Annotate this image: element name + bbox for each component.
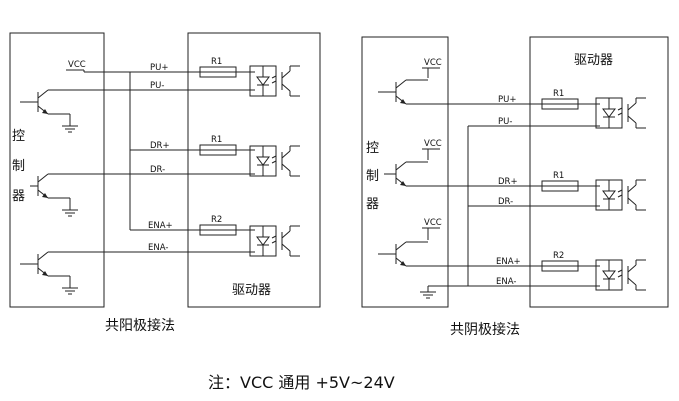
right-caption: 共阴极接法 bbox=[450, 321, 520, 338]
right-resistor-label: R2 bbox=[553, 251, 564, 261]
right-controller-label: 制 bbox=[366, 169, 379, 184]
right-signal-label: PU+ bbox=[498, 95, 516, 105]
left-driver-label: 驱动器 bbox=[232, 283, 271, 298]
left-driver-box bbox=[187, 32, 321, 308]
left-caption: 共阳极接法 bbox=[105, 317, 175, 334]
right-vcc-label: VCC bbox=[424, 218, 442, 228]
right-driver-box bbox=[529, 36, 669, 308]
right-driver-label: 驱动器 bbox=[574, 53, 613, 68]
left-signal-label: DR+ bbox=[150, 141, 170, 151]
right-vcc-label: VCC bbox=[424, 139, 442, 149]
left-signal-label: PU- bbox=[150, 81, 164, 91]
right-vcc-label: VCC bbox=[424, 58, 442, 68]
left-diagram: VCC R1 R1 R2 bbox=[9, 32, 321, 334]
left-resistor-label: R2 bbox=[211, 215, 222, 225]
right-signal-label: PU- bbox=[498, 117, 512, 127]
left-resistor-label: R1 bbox=[211, 57, 222, 67]
left-signal-label: DR- bbox=[150, 165, 165, 175]
left-controller-label: 控 bbox=[12, 129, 25, 144]
right-signal-label: ENA- bbox=[496, 277, 516, 287]
right-controller-label: 器 bbox=[366, 197, 379, 212]
right-resistor-label: R1 bbox=[553, 171, 564, 181]
right-signal-label: ENA+ bbox=[496, 257, 521, 267]
left-signal-label: ENA- bbox=[148, 243, 168, 253]
left-signal-label: ENA+ bbox=[148, 221, 173, 231]
right-resistor-label: R1 bbox=[553, 89, 564, 99]
left-signal-label: PU+ bbox=[150, 63, 168, 73]
left-vcc-label: VCC bbox=[68, 60, 86, 70]
left-controller-label: 制 bbox=[12, 159, 25, 174]
right-controller-label: 控 bbox=[366, 141, 379, 156]
right-diagram: VCC VCC VCC R1 R1 bbox=[361, 36, 669, 338]
left-controller-label: 器 bbox=[12, 189, 25, 204]
right-controller-box bbox=[361, 36, 449, 308]
left-controller-box bbox=[9, 32, 105, 308]
right-signal-label: DR- bbox=[498, 197, 513, 207]
voltage-note: 注：VCC 通用 +5V~24V bbox=[208, 373, 395, 392]
right-signal-label: DR+ bbox=[498, 177, 518, 187]
left-resistor-label: R1 bbox=[211, 135, 222, 145]
